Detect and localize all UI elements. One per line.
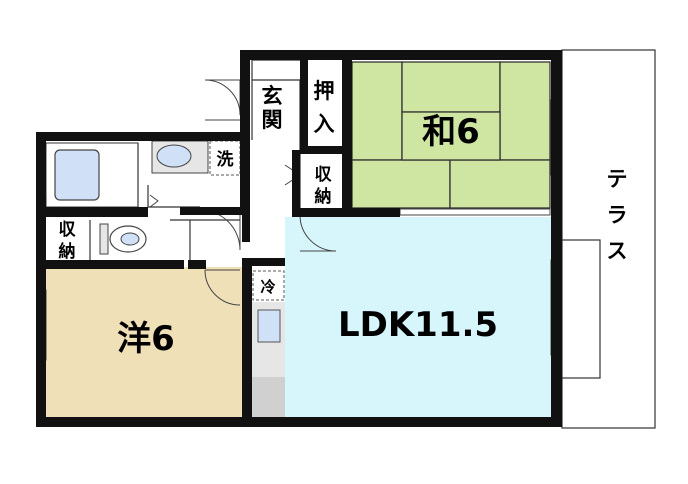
terrace-label-1: テ	[607, 167, 628, 191]
washer-label: 洗	[217, 149, 234, 170]
washitsu-tatami	[351, 61, 551, 209]
terrace-step	[561, 239, 601, 379]
hall-storage-label-1: 収	[315, 165, 333, 185]
washitsu-label: 和6	[422, 112, 480, 152]
youshitsu-label: 洋6	[117, 319, 175, 359]
fridge-label: 冷	[260, 278, 275, 296]
washbasin-bowl	[156, 144, 192, 168]
sink	[257, 309, 281, 343]
terrace-label-2: ラ	[607, 203, 628, 227]
genkan-label-2: 関	[262, 108, 283, 132]
genkan-label-1: 玄	[262, 84, 283, 108]
left-storage-label-2: 納	[59, 241, 76, 262]
oshiire-label-2: 入	[314, 112, 335, 136]
youshitsu-floor	[46, 267, 242, 417]
walls	[36, 50, 562, 427]
toilet-tank	[99, 223, 109, 255]
hall-storage-label-2: 納	[315, 186, 332, 207]
oshiire-label-1: 押	[314, 79, 335, 103]
left-storage-label-1: 収	[59, 220, 77, 240]
terrace-label-3: ス	[607, 239, 628, 263]
ldk-label: LDK11.5	[338, 305, 498, 345]
toilet-seat-inner	[120, 232, 140, 246]
bath-tub	[54, 149, 100, 201]
fridge-space	[252, 270, 285, 301]
